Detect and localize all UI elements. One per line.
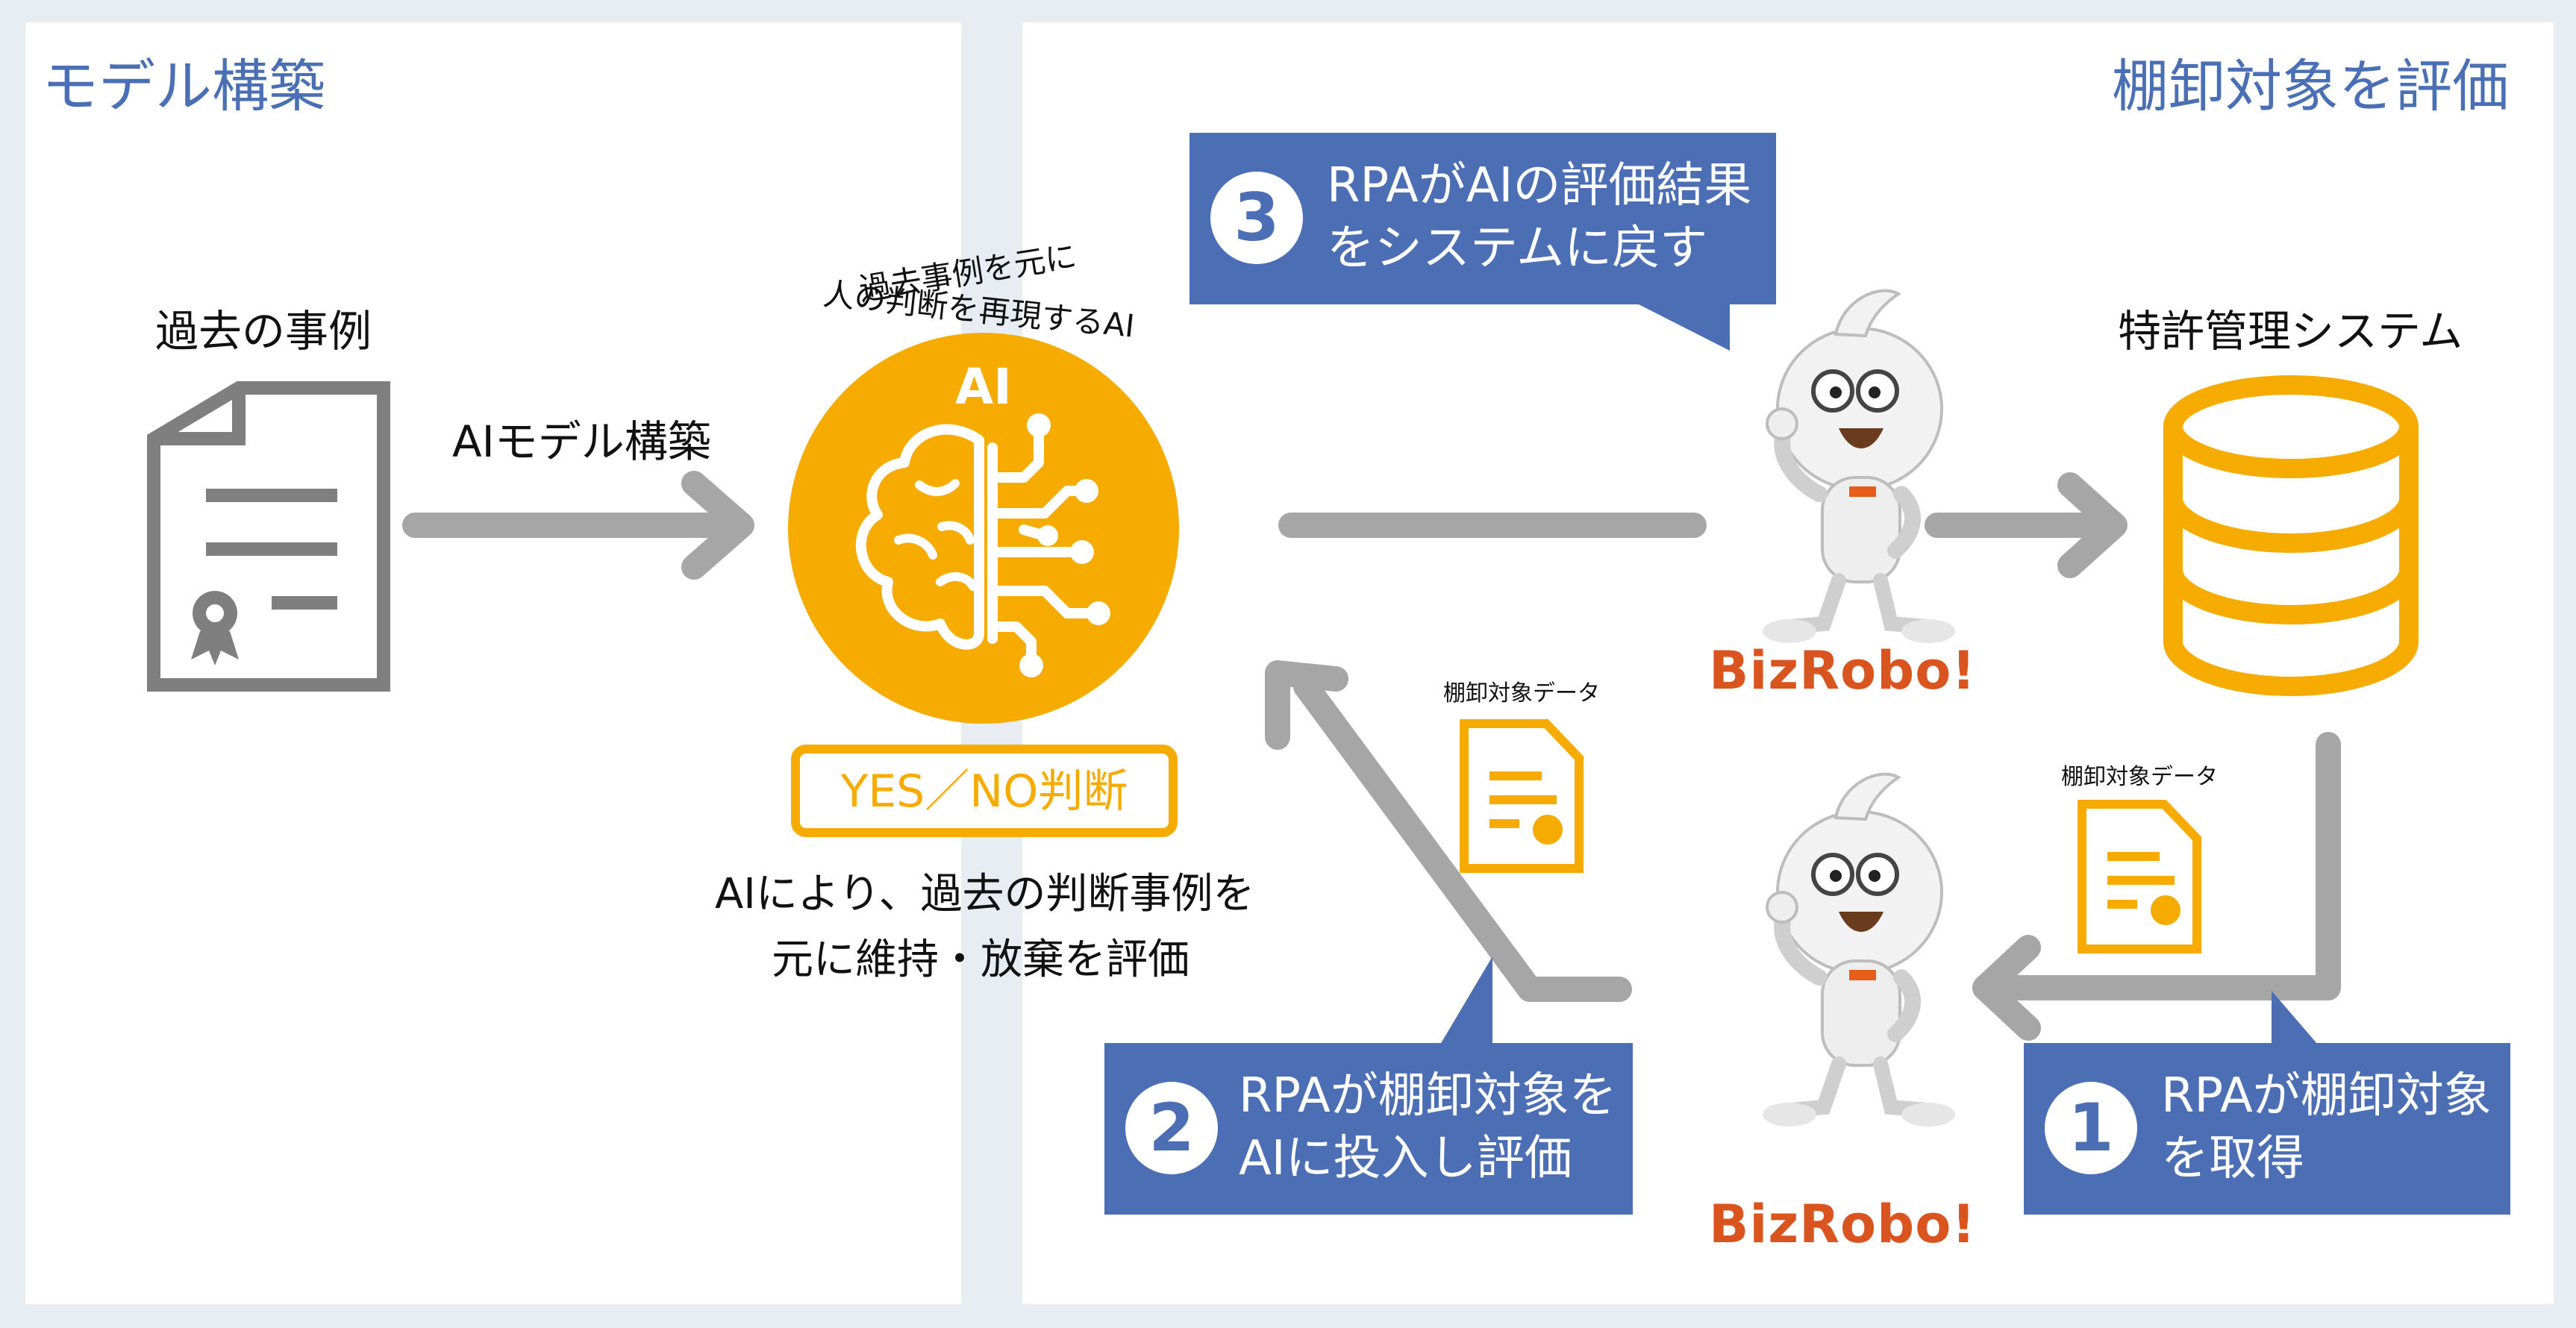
ai-model-building-label: AIモデル構築 — [452, 415, 711, 469]
inventory-data-label-top: 棚卸対象データ — [1443, 674, 1600, 707]
ai-description-line1: AIにより、過去の判断事例を — [715, 868, 1254, 921]
step-2-number-badge: 2 — [1125, 1082, 1218, 1174]
callout-step-1: 1 RPAが棚卸対象 を取得 — [2024, 1043, 2510, 1215]
model-building-arrow — [415, 483, 742, 567]
to-database-arrow — [1937, 485, 2115, 566]
step-3-text-line1: RPAがAIの評価結果 — [1327, 155, 1751, 217]
step-3-number-badge: 3 — [1210, 172, 1303, 264]
callout-3-tail — [1639, 304, 1730, 351]
database-icon — [2173, 385, 2409, 686]
inventory-data-icon-right — [2082, 804, 2197, 949]
step-2-text-line2: AIに投入し評価 — [1239, 1128, 1572, 1190]
step-2-text-line1: RPAが棚卸対象を — [1239, 1065, 1617, 1127]
ai-description-line2: 元に維持・放棄を評価 — [772, 934, 1189, 986]
inventory-data-label-right: 棚卸対象データ — [2061, 758, 2218, 791]
step-1-text-line2: を取得 — [2161, 1128, 2304, 1190]
callout-2-tail — [1440, 956, 1492, 1044]
bizrobo-robot-mascot-top — [1763, 291, 1955, 643]
step-1-text-line1: RPAが棚卸対象 — [2161, 1065, 2492, 1127]
patent-management-system-label: 特許管理システム — [2118, 304, 2463, 359]
bizrobo-robot-mascot-bottom — [1763, 774, 1955, 1127]
bizrobo-logo-top: BizRobo! — [1709, 640, 1976, 701]
document-certificate-icon — [154, 388, 384, 685]
callout-step-2: 2 RPAが棚卸対象を AIに投入し評価 — [1104, 1043, 1633, 1215]
ai-badge-label: AI — [955, 357, 1012, 419]
yes-no-judgement-label: YES／NO判断 — [795, 764, 1173, 820]
past-cases-label: 過去の事例 — [155, 304, 372, 359]
step-1-number-badge: 1 — [2045, 1082, 2137, 1174]
callout-step-3: 3 RPAがAIの評価結果 をシステムに戻す — [1189, 133, 1776, 304]
step-3-text-line2: をシステムに戻す — [1327, 218, 1707, 280]
bizrobo-logo-bottom: BizRobo! — [1709, 1194, 1976, 1255]
inventory-data-icon-top — [1464, 724, 1579, 868]
input-to-ai-arrow — [1278, 673, 1619, 989]
